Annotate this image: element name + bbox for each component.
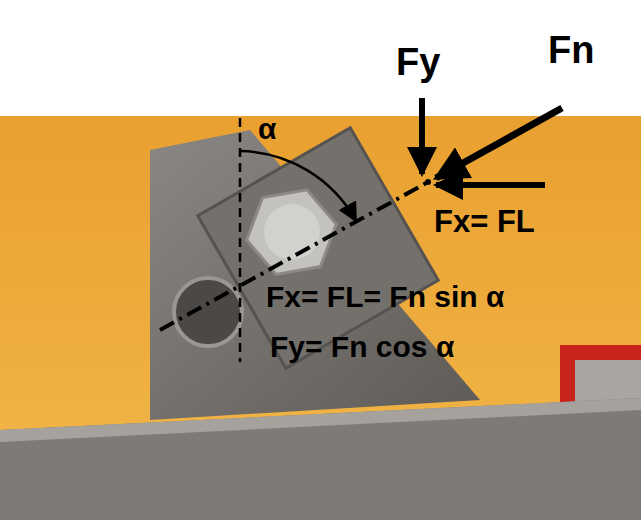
angle-arc (240, 151, 356, 221)
bolt-hole (174, 278, 242, 346)
base-plate (0, 398, 641, 520)
force-label: Fy (396, 42, 440, 84)
formula: Fx= FL= Fn sin α (266, 280, 504, 313)
force-label: Fn (548, 30, 594, 72)
force-arrow-n (436, 108, 562, 178)
hex-bolt-head (240, 186, 343, 279)
formula: Fy= Fn cos α (270, 330, 454, 363)
force-label: Fx= FL (434, 205, 535, 239)
force-arrow-x (436, 182, 545, 188)
force-arrow-y (419, 98, 425, 174)
vertical-reference (239, 118, 242, 362)
orange-background (0, 116, 641, 520)
white-margin (0, 0, 641, 116)
application-point (425, 179, 431, 185)
angle-label: α (258, 112, 276, 145)
bolt-face (264, 204, 320, 260)
